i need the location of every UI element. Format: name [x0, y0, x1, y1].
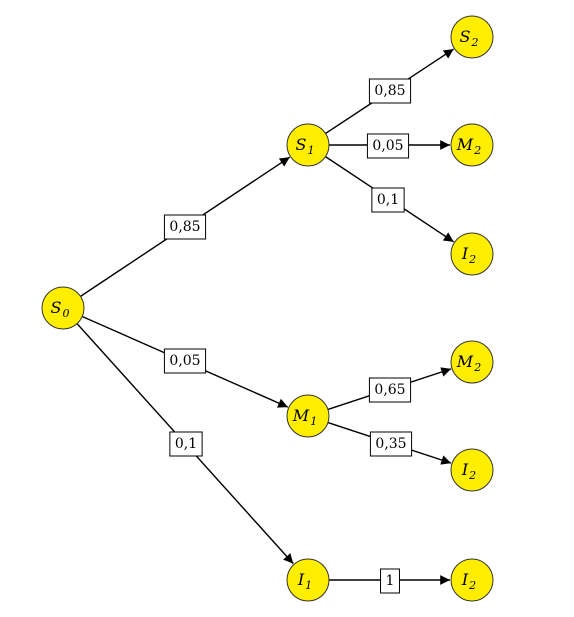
edge-label-box — [371, 187, 405, 213]
node-circle — [286, 394, 330, 438]
node-circle — [450, 558, 494, 602]
node-I1: I1 — [286, 558, 330, 602]
edge-label-box — [163, 214, 207, 240]
node-label: M1 — [292, 406, 317, 428]
node-label: I2 — [461, 570, 476, 592]
edge-label-text: 0,1 — [175, 436, 197, 452]
node-M1: M1 — [286, 394, 330, 438]
edge-label-S1-S2: 0,85 — [368, 78, 412, 104]
node-circle — [450, 448, 494, 492]
edge-label-text: 0,05 — [169, 353, 200, 369]
node-M2a: M2 — [450, 123, 494, 167]
edge-label-text: 0,65 — [374, 382, 405, 398]
node-I2a: I2 — [450, 232, 494, 276]
edge-label-S1-I2a: 0,1 — [371, 187, 405, 213]
edge-label-box — [366, 133, 410, 159]
node-circle — [450, 340, 494, 384]
node-label: I2 — [461, 244, 476, 266]
edge-label-M1-M2b: 0,65 — [368, 377, 412, 403]
node-label: M2 — [456, 352, 481, 374]
edge-label-text: 0,35 — [375, 436, 406, 452]
node-label: I2 — [461, 460, 476, 482]
node-label: S0 — [51, 298, 70, 320]
node-S1: S1 — [286, 123, 330, 167]
edge-label-box — [368, 78, 412, 104]
edge-label-box — [163, 348, 207, 374]
node-I2b: I2 — [450, 448, 494, 492]
edge-label-text: 0,1 — [377, 192, 399, 208]
edge-label-box — [380, 568, 400, 594]
edge-label-S0-M1: 0,05 — [163, 348, 207, 374]
edge-label-box — [369, 431, 413, 457]
node-label: S1 — [296, 135, 315, 157]
node-circle — [450, 15, 494, 59]
node-I2c: I2 — [450, 558, 494, 602]
edge-label-text: 0,85 — [169, 219, 200, 235]
node-M2b: M2 — [450, 340, 494, 384]
edge-label-box — [169, 431, 203, 457]
node-label: M2 — [456, 135, 481, 157]
edge-label-S0-S1: 0,85 — [163, 214, 207, 240]
edge-label-S0-I1: 0,1 — [169, 431, 203, 457]
edge-label-I1-I2c: 1 — [380, 568, 400, 594]
edge-labels-layer: 0,85 0,05 0,1 0,85 0,05 0,1 0,65 0,35 1 — [163, 78, 413, 594]
node-label: S2 — [460, 27, 479, 49]
node-S0: S0 — [41, 286, 85, 330]
node-circle — [286, 558, 330, 602]
edge-label-S1-M2a: 0,05 — [366, 133, 410, 159]
node-label: I1 — [297, 570, 312, 592]
node-circle — [450, 232, 494, 276]
edge-label-M1-I2b: 0,35 — [369, 431, 413, 457]
node-circle — [286, 123, 330, 167]
edge-label-text: 1 — [386, 573, 395, 589]
node-circle — [450, 123, 494, 167]
node-circle — [41, 286, 85, 330]
edges-layer — [76, 48, 455, 585]
node-S2: S2 — [450, 15, 494, 59]
edge-label-box — [368, 377, 412, 403]
edge-label-text: 0,85 — [374, 83, 405, 99]
edge-label-text: 0,05 — [372, 138, 403, 154]
